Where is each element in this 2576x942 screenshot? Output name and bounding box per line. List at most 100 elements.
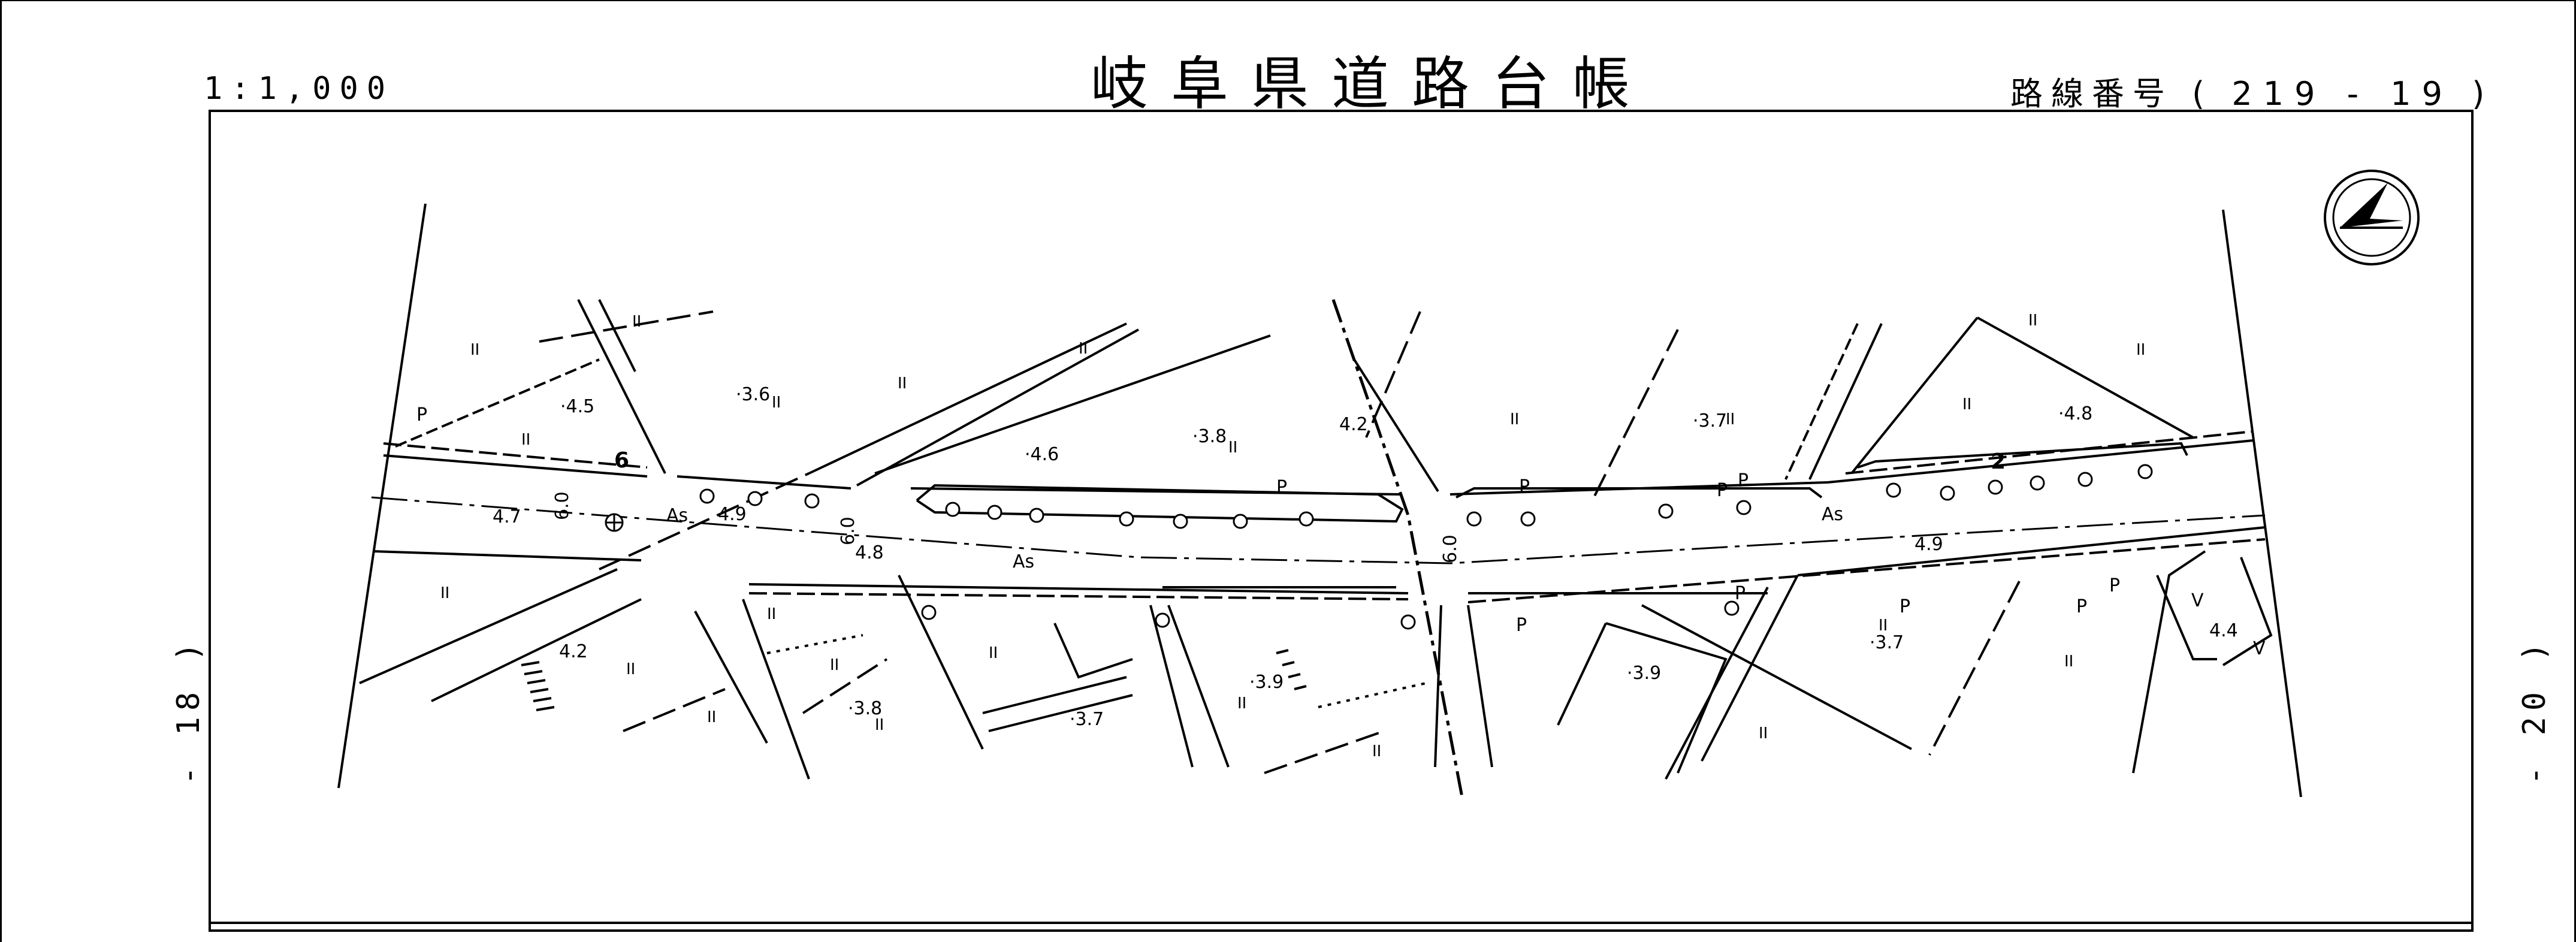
map-label-marker: 6 [614, 448, 629, 473]
field-symbol: II [1962, 395, 1971, 413]
map-label-pavement: P [1735, 583, 1745, 604]
map-label-pavement: P [1519, 476, 1530, 497]
road-edge [1449, 439, 2254, 496]
map-label-elevation: ·3.6 [736, 384, 770, 405]
field-symbol: II [1726, 410, 1735, 428]
curb-island [1455, 487, 1823, 499]
road-edge-dashed [748, 592, 1409, 600]
map-label-width: 6.0 [552, 491, 573, 520]
side-road-edge [856, 328, 1139, 487]
map-label-surface: As [666, 505, 688, 526]
map-label-elevation: ·4.5 [560, 396, 594, 417]
parcel-boundary [623, 688, 726, 732]
field-symbol: II [875, 716, 884, 734]
map-label-pavement: P [1899, 596, 1910, 617]
road-centerline [371, 496, 2266, 564]
field-symbol: II [470, 341, 479, 359]
sheet-right-edge [2574, 0, 2576, 942]
map-label-pavement: P [2076, 596, 2087, 617]
field-symbol: II [1228, 439, 1237, 457]
field-symbol: II [1372, 742, 1381, 760]
map-label-symbol: V [2191, 590, 2204, 611]
map-label-symbol: V [2253, 638, 2266, 659]
map-label-elevation: ·3.7 [1693, 410, 1727, 431]
map-label-pavement: P [1276, 477, 1287, 498]
side-road-edge [1808, 323, 1883, 480]
parcel-boundary [539, 310, 714, 343]
route-open-paren: ( [2192, 75, 2213, 113]
field-symbol: II [989, 644, 998, 662]
field-symbol: II [2028, 312, 2037, 330]
map-label-elevation: ·4.6 [1025, 444, 1059, 465]
side-road-edge [1784, 323, 1859, 480]
parcel-edge [988, 694, 1133, 732]
field-symbol: II [1079, 340, 1088, 358]
parcel-boundary [802, 658, 888, 714]
cross-road-edge [1353, 358, 1439, 493]
field-symbol: II [772, 394, 781, 412]
map-label-elevation: ·3.7 [1870, 632, 1904, 653]
field-symbol: II [830, 656, 839, 674]
building-outline [1605, 622, 1728, 774]
map-label-elevation: ·3.9 [1627, 663, 1661, 684]
side-road-edge [395, 358, 600, 448]
road-edge-dashed [383, 442, 648, 469]
side-road-edge [1977, 316, 2194, 439]
side-road-edge [808, 322, 1127, 475]
side-road-edge [577, 299, 666, 474]
parcel-boundary [2222, 557, 2273, 666]
map-boundary-right [2222, 209, 2302, 798]
curb-island [916, 484, 1404, 523]
parcel-boundary [1264, 730, 1385, 774]
parcel-edge [982, 676, 1127, 714]
side-road-edge [742, 599, 810, 780]
parcel-boundary [1928, 581, 2021, 756]
field-symbol: II [2064, 653, 2073, 671]
map-scale: 1:1,000 [204, 71, 394, 107]
road-edge-dashed [1845, 430, 2254, 475]
side-road-edge [1149, 605, 1194, 768]
map-boundary-left [337, 203, 427, 789]
road-edge [374, 550, 642, 561]
map-label-elevation: 4.9 [718, 504, 747, 525]
map-label-elevation: ·3.8 [1192, 426, 1227, 447]
field-symbol: II [521, 431, 530, 449]
route-close-paren: ) [2472, 75, 2493, 113]
field-symbol: II [632, 313, 641, 331]
map-label-elevation: 4.2 [1339, 414, 1368, 435]
map-label-pavement: P [1738, 470, 1748, 491]
map-label-elevation: 4.2 [559, 641, 588, 662]
side-road-edge [359, 568, 618, 684]
route-label: 路線番号 [2010, 75, 2173, 113]
field-symbol: II [2136, 341, 2145, 359]
field-symbol: II [707, 708, 716, 726]
side-road-edge [1701, 575, 1799, 762]
frame-bottom-rule [209, 922, 2474, 924]
map-label-elevation: ·3.7 [1070, 709, 1104, 730]
map-label-elevation: 4.7 [493, 506, 521, 527]
page-title: 岐阜県道路台帳 [1091, 50, 1653, 117]
map-label-elevation: ·3.9 [1249, 672, 1284, 693]
side-road-edge [874, 334, 1271, 475]
parcel-boundary [1365, 311, 1421, 438]
map-frame [209, 110, 2474, 932]
parcel-boundary [2132, 550, 2206, 774]
parcel-boundary [1318, 682, 1427, 708]
road-edge [383, 454, 648, 478]
side-road-edge [431, 598, 642, 702]
map-label-elevation: 4.4 [2209, 620, 2238, 641]
map-label-pavement: P [1717, 480, 1728, 501]
map-label-pavement: P [1516, 615, 1527, 636]
field-symbol: II [1237, 695, 1246, 712]
field-symbol: II [767, 605, 776, 623]
cross-road-edge [1467, 605, 1493, 768]
route-number-label: 路線番号 ( 219 - 19 ) [2010, 67, 2493, 114]
map-label-surface: As [1013, 551, 1034, 572]
north-arrow-icon [2324, 170, 2420, 265]
side-road-edge [694, 611, 768, 744]
side-road-edge [898, 575, 984, 750]
parcel-boundary [766, 634, 863, 654]
curb-island [1857, 442, 2188, 469]
road-edge [1797, 526, 2266, 576]
